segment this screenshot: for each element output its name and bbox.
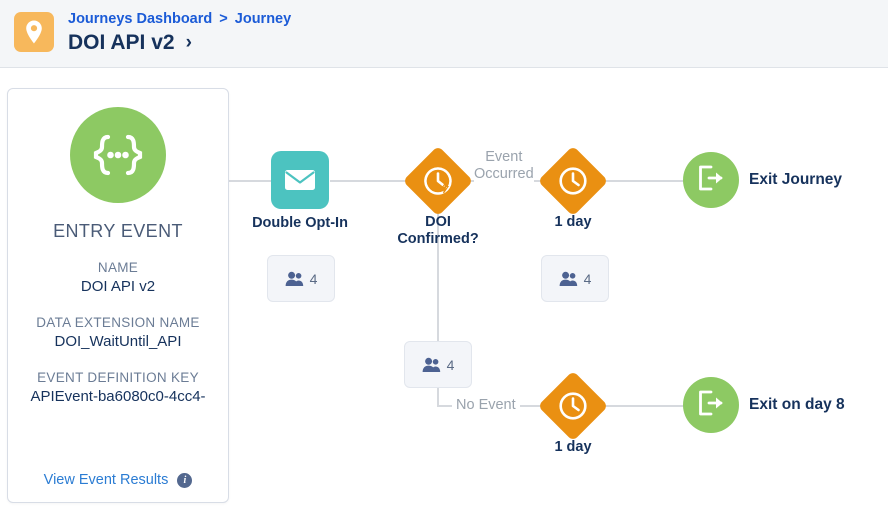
page-title: DOI API v2 › [68, 30, 291, 56]
info-icon[interactable]: i [177, 472, 193, 488]
count-badge-doi-confirmed-value: 4 [446, 356, 455, 373]
node-wait-1-day-bottom-label: 1 day [554, 439, 592, 455]
wait-bottom-diamond [537, 370, 609, 442]
entry-field-data-extension: DATA EXTENSION NAME DOI_WaitUntil_API [8, 314, 228, 352]
branch-label-event-occurred: Event Occurred [474, 149, 534, 183]
node-exit-journey-label: Exit Journey [749, 171, 843, 188]
branch-label-no-event: No Event [452, 397, 520, 414]
exit-arrow-icon [696, 164, 726, 197]
entry-field-event-definition-key-label: EVENT DEFINITION KEY [37, 370, 199, 385]
page-header: Journeys Dashboard > Journey DOI API v2 … [0, 0, 888, 68]
node-exit-on-day-8[interactable]: Exit on day 8 [683, 377, 845, 433]
entry-field-event-definition-key-value: APIEvent-ba6080c0-4cc4- [30, 388, 206, 405]
connector-email-to-decision [330, 180, 408, 182]
connector-wait-top-to-exit-top [598, 180, 684, 182]
people-icon [559, 271, 577, 286]
page-title-text: DOI API v2 [68, 31, 175, 54]
count-badge-double-opt-in-value: 4 [309, 270, 318, 287]
breadcrumb-journey[interactable]: Journey [234, 11, 292, 27]
clock-bolt-icon [423, 166, 453, 196]
envelope-icon [271, 151, 329, 209]
location-pin-icon [14, 12, 54, 52]
breadcrumb-separator: > [219, 11, 228, 27]
node-double-opt-in[interactable]: Double Opt-In [252, 151, 348, 231]
entry-field-event-definition-key: EVENT DEFINITION KEY APIEvent-ba6080c0-4… [8, 369, 228, 407]
chevron-right-icon[interactable]: › [185, 32, 192, 53]
exit-journey-circle [683, 152, 739, 208]
doi-confirmed-diamond [402, 145, 474, 217]
node-wait-1-day-top-label: 1 day [554, 214, 592, 230]
entry-event-heading: ENTRY EVENT [53, 221, 183, 241]
journey-canvas[interactable]: ENTRY EVENT NAME DOI API v2 DATA EXTENSI… [0, 69, 888, 521]
count-badge-double-opt-in[interactable]: 4 [267, 255, 335, 302]
entry-field-name: NAME DOI API v2 [8, 259, 228, 297]
entry-field-name-value: DOI API v2 [80, 278, 156, 295]
node-wait-1-day-top[interactable]: 1 day [537, 145, 609, 230]
count-badge-wait-1-day-top[interactable]: 4 [541, 255, 609, 302]
exit-on-day-8-circle [683, 377, 739, 433]
clock-icon [558, 391, 588, 421]
node-double-opt-in-label: Double Opt-In [252, 215, 348, 231]
breadcrumb-journeys-dashboard[interactable]: Journeys Dashboard [68, 11, 213, 27]
node-exit-on-day-8-label: Exit on day 8 [749, 396, 845, 413]
people-icon [422, 357, 440, 372]
breadcrumb: Journeys Dashboard > Journey [68, 10, 291, 29]
entry-field-name-label: NAME [97, 260, 139, 275]
exit-arrow-icon [696, 389, 726, 422]
branch-label-no-event-text: No Event [456, 397, 516, 413]
count-badge-wait-1-day-top-value: 4 [583, 270, 592, 287]
clock-icon [558, 166, 588, 196]
view-event-results-link[interactable]: View Event Results [43, 472, 169, 488]
connector-no-event-vertical [437, 388, 439, 407]
entry-field-data-extension-label: DATA EXTENSION NAME [36, 315, 200, 330]
entry-event-card[interactable]: ENTRY EVENT NAME DOI API v2 DATA EXTENSI… [7, 88, 229, 503]
connector-wait-bottom-to-exit-bottom [598, 405, 684, 407]
api-braces-icon [70, 107, 166, 203]
people-icon [285, 271, 303, 286]
wait-top-diamond [537, 145, 609, 217]
branch-label-event-occurred-line2: Occurred [474, 166, 534, 182]
connector-entry-to-email [228, 180, 272, 182]
view-event-results-row: View Event Results i [8, 472, 228, 488]
count-badge-doi-confirmed[interactable]: 4 [404, 341, 472, 388]
branch-label-event-occurred-line1: Event [485, 149, 523, 165]
connector-decision-stem [437, 207, 439, 341]
entry-field-data-extension-value: DOI_WaitUntil_API [54, 333, 182, 350]
node-exit-journey[interactable]: Exit Journey [683, 152, 842, 208]
node-wait-1-day-bottom[interactable]: 1 day [537, 370, 609, 455]
